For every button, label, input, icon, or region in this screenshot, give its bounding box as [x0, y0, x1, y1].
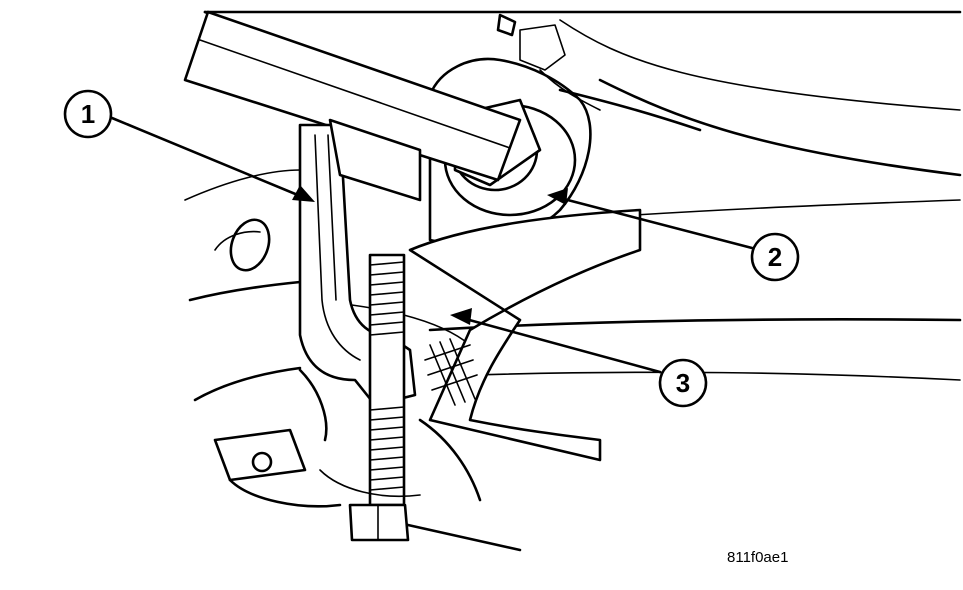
screw-nut	[348, 503, 410, 542]
pry-bar	[183, 10, 522, 182]
arrow-head-3	[450, 308, 472, 325]
callout-circle	[63, 89, 113, 139]
callout-label: 3	[676, 368, 690, 398]
puller-tool	[298, 118, 422, 407]
callout-label: 2	[768, 242, 782, 272]
frame-hole	[229, 218, 271, 272]
callout-circle	[658, 358, 708, 408]
callout-label: 1	[81, 99, 95, 129]
callout-1: 1	[63, 89, 113, 139]
leader-arrows	[110, 116, 754, 374]
callout-3: 3	[658, 358, 708, 408]
callout-2: 2	[750, 232, 800, 282]
lower-bracket	[213, 368, 482, 508]
figure-code: 811f0ae1	[727, 549, 788, 566]
arrow-head-1	[292, 185, 315, 202]
puller-screw	[348, 253, 522, 552]
callout-circle	[750, 232, 800, 282]
arrow-head-2	[547, 188, 568, 205]
